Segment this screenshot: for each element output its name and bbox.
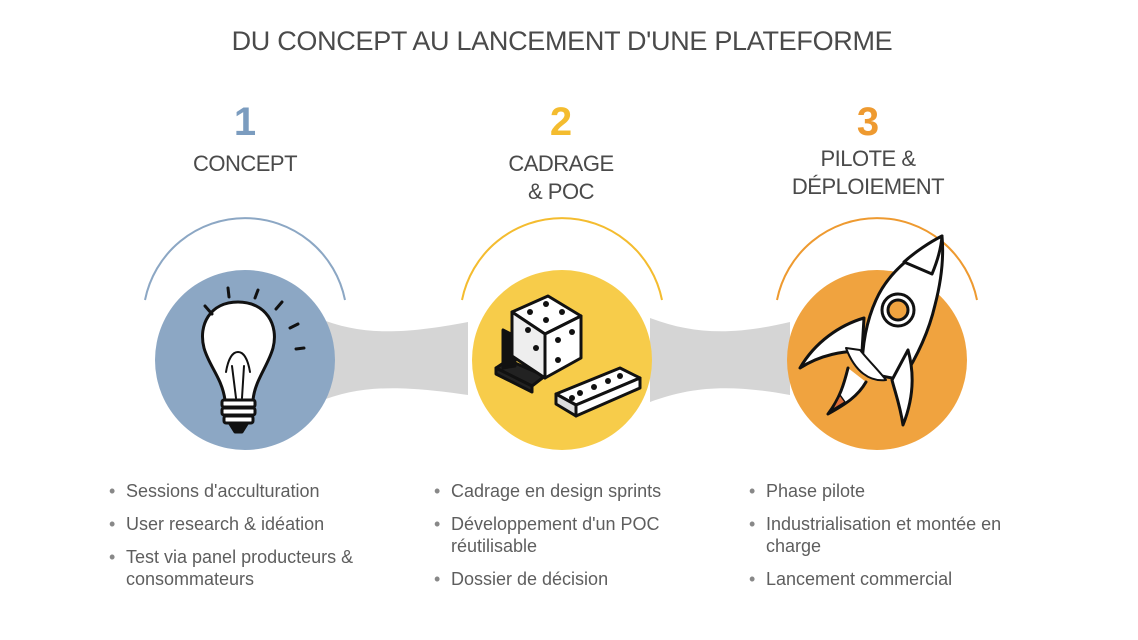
stage-label-line: & POC	[528, 179, 594, 204]
arc-stage-2	[461, 217, 663, 301]
stage-label: CADRAGE & POC	[411, 150, 711, 206]
list-item: Dossier de décision	[434, 568, 724, 590]
stage-number: 1	[233, 100, 257, 144]
stage-label: PILOTE & DÉPLOIEMENT	[718, 145, 1018, 201]
connector-2-3	[650, 318, 790, 402]
arc-stage-1	[144, 217, 346, 301]
stage-2-bullets: Cadrage en design sprints Développement …	[434, 480, 724, 601]
building-blocks-icon	[494, 294, 642, 418]
stage-number: 2	[549, 100, 573, 144]
list-item: Phase pilote	[749, 480, 1049, 502]
list-item: Sessions d'acculturation	[109, 480, 409, 502]
stage-number: 3	[856, 100, 880, 144]
list-item: User research & idéation	[109, 513, 409, 535]
stage-label-line: CADRAGE	[508, 151, 614, 176]
list-item: Lancement commercial	[749, 568, 1049, 590]
rocket-icon	[798, 234, 945, 427]
list-item: Industrialisation et montée en charge	[749, 513, 1049, 557]
stage-label-line: CONCEPT	[192, 151, 298, 176]
list-item: Test via panel producteurs & consommateu…	[109, 546, 409, 590]
page-title: DU CONCEPT AU LANCEMENT D'UNE PLATEFORME	[231, 26, 893, 56]
stage-3-bullets: Phase pilote Industrialisation et montée…	[749, 480, 1049, 601]
stage-1-bullets: Sessions d'acculturation User research &…	[109, 480, 409, 601]
list-item: Développement d'un POC réutilisable	[434, 513, 724, 557]
arc-stage-3	[776, 217, 978, 301]
stage-label: CONCEPT	[95, 150, 395, 178]
stage-label-line: DÉPLOIEMENT	[791, 174, 945, 199]
connector-1-2	[318, 318, 468, 402]
lightbulb-icon	[201, 286, 306, 434]
list-item: Cadrage en design sprints	[434, 480, 724, 502]
stage-label-line: PILOTE &	[820, 146, 916, 171]
